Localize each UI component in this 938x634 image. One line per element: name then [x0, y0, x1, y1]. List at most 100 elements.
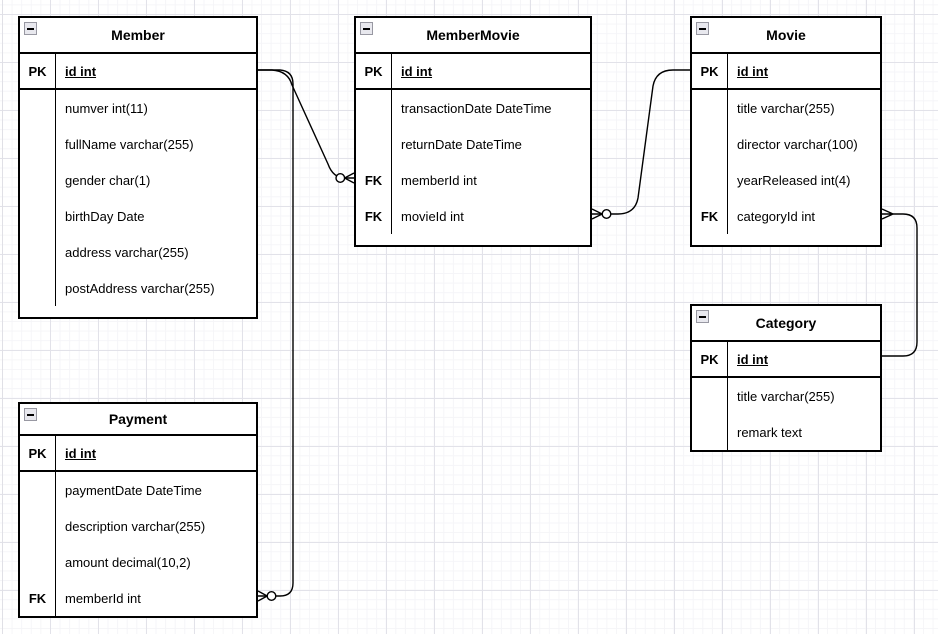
entity-row-membermovie-0[interactable]: PK id int [356, 54, 590, 90]
row-key [356, 126, 392, 162]
entity-row-member-1[interactable]: numver int(11) [20, 90, 256, 126]
row-key [356, 90, 392, 126]
entity-title-label: MemberMovie [426, 27, 520, 43]
row-field: id int [401, 63, 433, 79]
row-field: id int [737, 351, 769, 367]
row-key [20, 162, 56, 198]
entity-row-membermovie-3[interactable]: FK memberId int [356, 162, 590, 198]
collapse-icon[interactable] [696, 310, 709, 323]
entity-row-member-2[interactable]: fullName varchar(255) [20, 126, 256, 162]
edge-line [258, 69, 294, 597]
entity-row-member-3[interactable]: gender char(1) [20, 162, 256, 198]
entity-row-membermovie-1[interactable]: transactionDate DateTime [356, 90, 590, 126]
entity-row-payment-3[interactable]: amount decimal(10,2) [20, 544, 256, 580]
edge-member-payment[interactable] [257, 69, 294, 602]
entity-row-movie-0[interactable]: PK id int [692, 54, 880, 90]
row-key [20, 234, 56, 270]
edge-line [258, 69, 354, 179]
row-field: numver int(11) [65, 100, 148, 116]
row-field: gender char(1) [65, 172, 151, 188]
entity-title-category[interactable]: Category [692, 306, 880, 342]
cardinality-zero-circle [601, 208, 612, 219]
edge-movie-membermovie[interactable] [591, 69, 690, 220]
row-key [20, 270, 56, 306]
row-field: yearReleased int(4) [737, 172, 851, 188]
row-key [692, 90, 728, 126]
edge-movie-category[interactable] [881, 208, 918, 357]
row-field: birthDay Date [65, 208, 145, 224]
row-field: memberId int [65, 590, 141, 606]
row-field: paymentDate DateTime [65, 482, 202, 498]
row-key: FK [692, 198, 728, 234]
entity-title-label: Member [111, 27, 165, 43]
entity-row-payment-2[interactable]: description varchar(255) [20, 508, 256, 544]
crowfoot-marker [591, 208, 603, 220]
row-key: FK [20, 580, 56, 616]
entity-row-category-2[interactable]: remark text [692, 414, 880, 450]
row-key [692, 378, 728, 414]
row-field: id int [65, 445, 97, 461]
row-key [692, 126, 728, 162]
collapse-icon[interactable] [24, 22, 37, 35]
row-key [692, 162, 728, 198]
row-key: PK [356, 54, 392, 88]
entity-row-payment-4[interactable]: FK memberId int [20, 580, 256, 616]
entity-row-movie-3[interactable]: yearReleased int(4) [692, 162, 880, 198]
entity-title-label: Movie [766, 27, 806, 43]
row-key [20, 90, 56, 126]
row-field: id int [737, 63, 769, 79]
collapse-icon[interactable] [24, 408, 37, 421]
entity-row-movie-2[interactable]: director varchar(100) [692, 126, 880, 162]
row-key: PK [20, 436, 56, 470]
entity-row-member-6[interactable]: postAddress varchar(255) [20, 270, 256, 306]
collapse-icon[interactable] [696, 22, 709, 35]
cardinality-zero-circle [266, 591, 277, 602]
row-key: FK [356, 162, 392, 198]
entity-title-movie[interactable]: Movie [692, 18, 880, 54]
row-key [20, 126, 56, 162]
entity-row-member-4[interactable]: birthDay Date [20, 198, 256, 234]
entity-row-category-0[interactable]: PK id int [692, 342, 880, 378]
row-key: PK [692, 54, 728, 88]
entity-title-label: Payment [108, 411, 168, 427]
row-field: memberId int [401, 172, 477, 188]
row-key: PK [692, 342, 728, 376]
row-field: fullName varchar(255) [65, 136, 194, 152]
row-field: returnDate DateTime [401, 136, 522, 152]
entity-row-member-5[interactable]: address varchar(255) [20, 234, 256, 270]
edge-member-membermovie[interactable] [258, 69, 355, 184]
crowfoot-marker [257, 590, 268, 602]
row-field: title varchar(255) [737, 388, 835, 404]
row-key [20, 508, 56, 544]
row-field: description varchar(255) [65, 518, 206, 534]
row-field: title varchar(255) [737, 100, 835, 116]
canvas-edge-line [2, 0, 3, 634]
entity-row-movie-1[interactable]: title varchar(255) [692, 90, 880, 126]
row-key: FK [356, 198, 392, 234]
entity-row-payment-1[interactable]: paymentDate DateTime [20, 472, 256, 508]
entity-title-membermovie[interactable]: MemberMovie [356, 18, 590, 54]
edge-line [592, 69, 690, 215]
row-key [20, 544, 56, 580]
crowfoot-marker [344, 172, 355, 184]
entity-row-membermovie-2[interactable]: returnDate DateTime [356, 126, 590, 162]
edge-line [882, 213, 918, 357]
entity-title-member[interactable]: Member [20, 18, 256, 54]
collapse-icon[interactable] [360, 22, 373, 35]
row-key [20, 472, 56, 508]
entity-title-payment[interactable]: Payment [20, 404, 256, 436]
row-field: remark text [737, 424, 803, 440]
row-key: PK [20, 54, 56, 88]
entity-row-payment-0[interactable]: PK id int [20, 436, 256, 472]
entity-row-category-1[interactable]: title varchar(255) [692, 378, 880, 414]
